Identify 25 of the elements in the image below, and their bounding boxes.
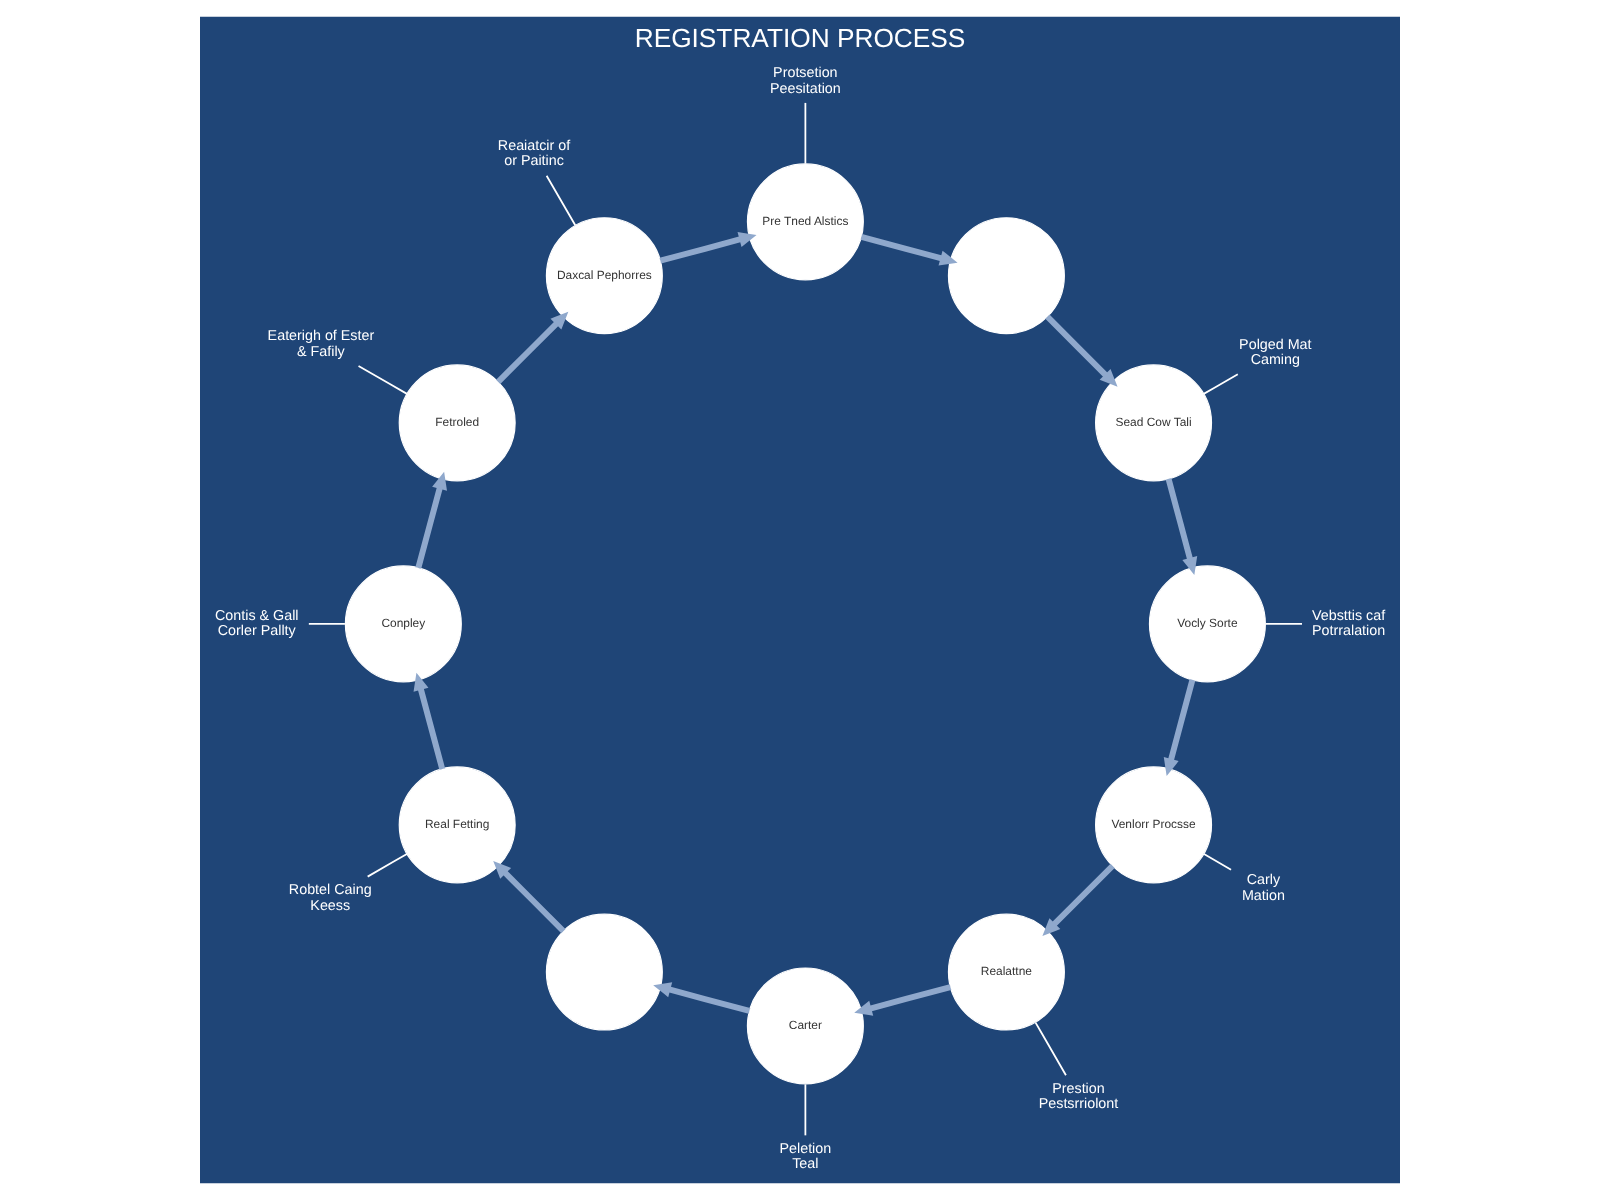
arrow xyxy=(854,984,952,1016)
arrow xyxy=(415,471,447,569)
connector xyxy=(1203,853,1232,871)
connector xyxy=(1202,373,1239,395)
node-circle xyxy=(947,217,1065,335)
diagram-title: REGISTRATION PROCESS xyxy=(634,23,966,54)
arrow xyxy=(1163,679,1196,777)
connector xyxy=(804,1083,807,1137)
arrow xyxy=(496,311,569,384)
arrow xyxy=(653,982,751,1014)
connector xyxy=(307,623,346,625)
connector xyxy=(1264,623,1303,625)
arrow xyxy=(1045,314,1118,387)
node-circle xyxy=(545,913,663,1031)
arrow xyxy=(493,860,566,934)
connector xyxy=(1034,1021,1067,1077)
arrow xyxy=(860,233,958,266)
arrow xyxy=(1042,863,1115,937)
connector xyxy=(804,102,807,165)
connector xyxy=(357,365,408,395)
arrow xyxy=(659,232,757,264)
connector xyxy=(545,174,577,227)
arrow xyxy=(413,672,446,770)
arrow xyxy=(1165,478,1198,576)
connector xyxy=(366,853,408,878)
